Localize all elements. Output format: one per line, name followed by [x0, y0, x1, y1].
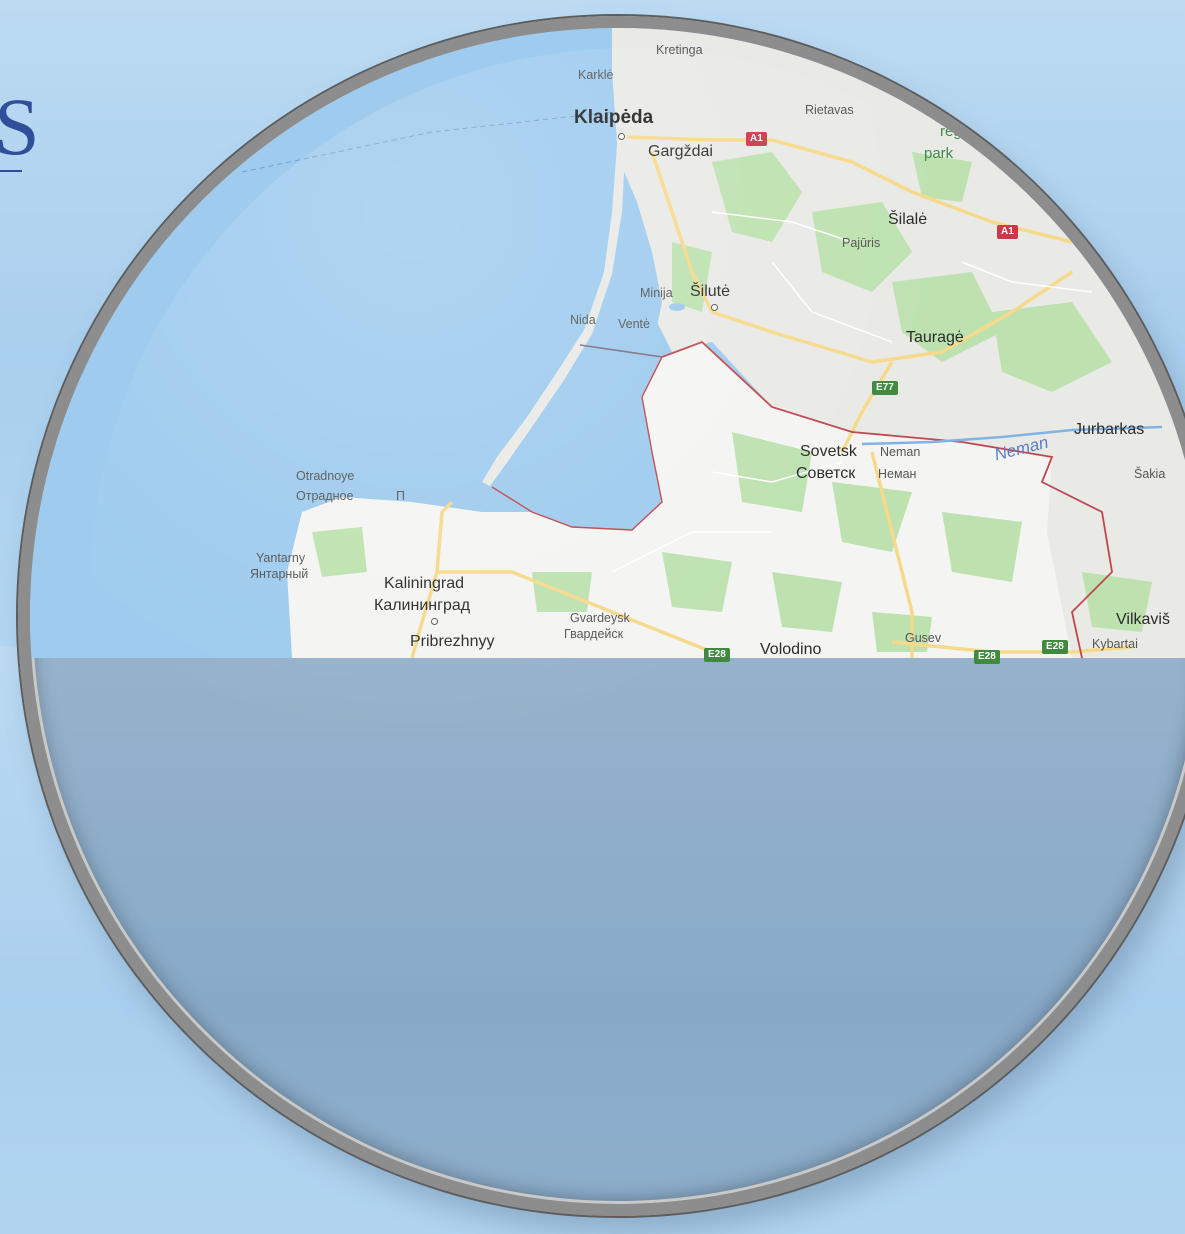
coast-kaliningrad [491, 356, 663, 531]
label-neman-cyrillic: Неман [878, 467, 917, 481]
label-volodino: Volodino [760, 641, 822, 658]
label-karkle: Karklė [578, 68, 614, 82]
background-underline [0, 170, 22, 172]
map-view[interactable]: Kretinga Karklė Klaipėda Gargždai Rietav… [18, 16, 1185, 664]
label-regional-park-1: reg [940, 123, 962, 140]
border-spit [579, 344, 663, 358]
label-vilkaviskis: Vilkaviš [1116, 611, 1170, 628]
road-shield-e28-c: E28 [1042, 640, 1068, 654]
label-klaipeda: Klaipėda [574, 107, 654, 128]
label-yantarny-latin: Yantarny [256, 551, 306, 565]
label-pajuris: Pajūris [842, 236, 881, 250]
road-shield-a1-north: A1 [746, 132, 767, 146]
road-shield-a1-east: A1 [997, 225, 1018, 239]
label-pribrezhnyy: Pribrezhnyy [410, 633, 495, 650]
label-gvardeysk-latin: Gvardeysk [570, 611, 630, 625]
label-neman-latin: Neman [880, 445, 921, 459]
label-kybartai: Kybartai [1092, 637, 1138, 651]
label-gvardeysk-cyrillic: Гвардейск [564, 627, 624, 641]
label-nida: Nida [570, 313, 596, 327]
map-pin-icon[interactable] [18, 16, 116, 172]
road-shield-e28-b: E28 [974, 650, 1000, 664]
label-sovetsk-latin: Sovetsk [800, 443, 857, 460]
label-silute: Šilutė [690, 283, 731, 300]
magnifier-lens: Kretinga Karklė Klaipėda Gargždai Rietav… [18, 16, 1185, 1216]
label-taurage: Tauragė [906, 329, 964, 346]
city-dot-kaliningrad [431, 618, 438, 625]
maritime-boundary [241, 111, 613, 173]
label-kaliningrad-latin: Kaliningrad [384, 575, 465, 592]
label-sakiai: Šakia [1134, 467, 1166, 481]
label-silale: Šilalė [888, 211, 928, 228]
border-lt-ru [661, 340, 1113, 658]
label-kaliningrad-cyrillic: Калининград [374, 597, 471, 614]
neman-river [861, 425, 1163, 446]
city-dot-klaipeda [618, 133, 625, 140]
label-minija: Minija [640, 286, 673, 300]
label-otradnoye-cyrillic: Отрадное [296, 489, 354, 503]
label-gargzdai: Gargždai [648, 143, 713, 160]
road-shield-e28-a: E28 [704, 648, 730, 662]
city-dot-silute [711, 304, 718, 311]
label-rietavas: Rietavas [805, 103, 854, 117]
label-yantarny-cyrillic: Янтарный [250, 567, 309, 581]
label-jurbarkas: Jurbarkas [1074, 421, 1145, 438]
label-otradnoye-latin: Otradnoye [296, 469, 355, 483]
map-geography [30, 28, 1185, 658]
label-kretinga: Kretinga [656, 43, 703, 57]
label-vente: Ventė [618, 317, 650, 331]
label-regional-park-2: park [924, 145, 954, 162]
road-shield-e77: E77 [872, 381, 898, 395]
label-otradnoye-extra: П [396, 489, 405, 503]
label-sovetsk-cyrillic: Советск [796, 465, 856, 482]
land-kaliningrad [287, 342, 1072, 658]
forest-areas [312, 152, 1162, 652]
label-gusev: Gusev [905, 631, 942, 645]
minor-roads [611, 211, 1093, 573]
